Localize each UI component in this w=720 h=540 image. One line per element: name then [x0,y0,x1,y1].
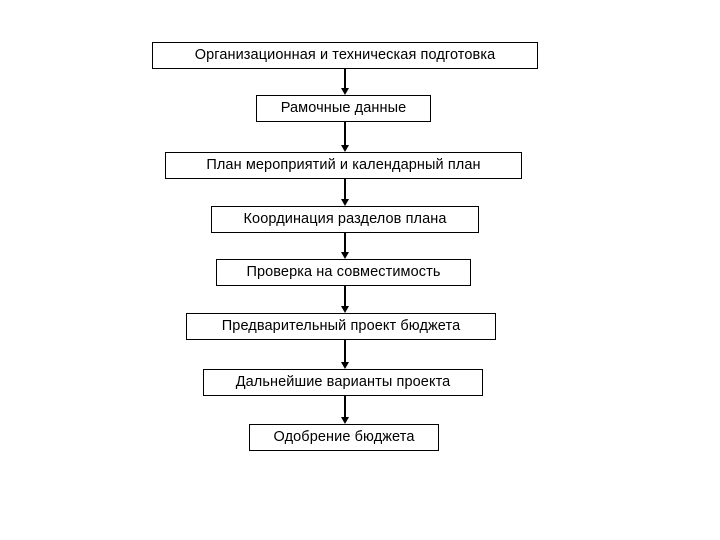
flow-node-label: План мероприятий и календарный план [206,157,481,174]
flow-node[interactable]: Предварительный проект бюджета [186,313,496,340]
flow-arrow [341,340,349,369]
arrow-line [344,69,346,89]
flow-node-label: Организационная и техническая подготовка [194,47,496,64]
flow-arrow [341,396,349,424]
flow-arrow [341,179,349,206]
flow-node-label: Координация разделов плана [243,211,447,228]
arrow-head-icon [341,145,349,152]
flow-node-label: Предварительный проект бюджета [221,318,461,335]
flow-node[interactable]: Координация разделов плана [211,206,479,233]
flow-node-label: Проверка на совместимость [246,264,441,281]
flow-node-label: Рамочные данные [280,100,407,117]
flow-arrow [341,286,349,313]
flow-node[interactable]: Организационная и техническая подготовка [152,42,538,69]
flow-arrow [341,233,349,259]
arrow-line [344,396,346,418]
flow-node-label: Одобрение бюджета [273,429,415,446]
flow-node-label: Дальнейшие варианты проекта [235,374,451,391]
arrow-line [344,122,346,146]
arrow-line [344,340,346,363]
arrow-line [344,179,346,200]
arrow-head-icon [341,362,349,369]
arrow-head-icon [341,417,349,424]
flow-arrow [341,69,349,95]
arrow-line [344,233,346,253]
flow-arrow [341,122,349,152]
flow-node[interactable]: План мероприятий и календарный план [165,152,522,179]
flow-node[interactable]: Рамочные данные [256,95,431,122]
arrow-line [344,286,346,307]
flow-node[interactable]: Одобрение бюджета [249,424,439,451]
flow-node[interactable]: Проверка на совместимость [216,259,471,286]
arrow-head-icon [341,199,349,206]
arrow-head-icon [341,88,349,95]
flow-node[interactable]: Дальнейшие варианты проекта [203,369,483,396]
arrow-head-icon [341,306,349,313]
arrow-head-icon [341,252,349,259]
